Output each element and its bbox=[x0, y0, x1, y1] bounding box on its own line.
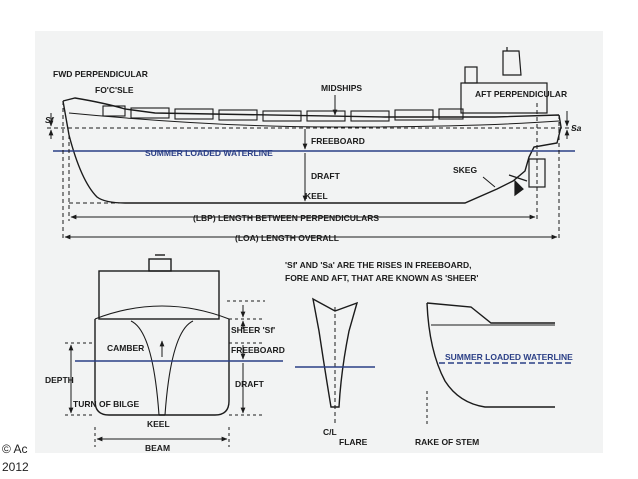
aft-perpendicular-label: AFT PERPENDICULAR bbox=[475, 89, 567, 99]
hull-profile-outline bbox=[62, 97, 562, 204]
section-camber bbox=[94, 305, 230, 320]
main-deck-line bbox=[68, 112, 560, 128]
loa-label: (LOA) LENGTH OVERALL bbox=[235, 233, 339, 243]
lbp-label: (LBP) LENGTH BETWEEN PERPENDICULARS bbox=[193, 213, 379, 223]
freeboard-profile-label: FREEBOARD bbox=[311, 136, 365, 146]
midships-label: MIDSHIPS bbox=[321, 83, 362, 93]
turn-of-bilge-label: TURN OF BILGE bbox=[73, 399, 139, 409]
ship-terminology-diagram: FWD PERPENDICULAR FO'C'SLE MIDSHIPS AFT … bbox=[45, 47, 582, 453]
cargo-hatches bbox=[102, 105, 464, 122]
fwd-perpendicular-label: FWD PERPENDICULAR bbox=[53, 69, 148, 79]
sf-label: Sf bbox=[45, 115, 55, 125]
section-frame bbox=[130, 320, 194, 416]
sheer-sf-label: SHEER 'Sf' bbox=[231, 325, 275, 335]
flare-section bbox=[295, 297, 375, 423]
sa-label: Sa bbox=[571, 123, 582, 133]
draft-section-label: DRAFT bbox=[235, 379, 265, 389]
copyright-notice: © Ac 2012 bbox=[2, 440, 31, 476]
bow-profile bbox=[426, 302, 573, 427]
summer-waterline-bow-label: SUMMER LOADED WATERLINE bbox=[445, 352, 573, 362]
profile-dimension-lines bbox=[47, 95, 575, 241]
keel-section-label: KEEL bbox=[147, 419, 170, 429]
summer-waterline-profile-label: SUMMER LOADED WATERLINE bbox=[145, 148, 273, 158]
midship-section bbox=[94, 254, 230, 416]
sheer-note-line1: 'Sf' AND 'Sa' ARE THE RISES IN FREEBOARD… bbox=[285, 260, 471, 270]
cl-label: C/L bbox=[323, 427, 337, 437]
draft-profile-label: DRAFT bbox=[311, 171, 341, 181]
rake-of-stem-label: RAKE OF STEM bbox=[415, 437, 479, 447]
profile-view bbox=[62, 47, 562, 204]
copyright-line2: 2012 bbox=[2, 460, 29, 474]
beam-label: BEAM bbox=[145, 443, 170, 453]
section-dimension-lines bbox=[65, 300, 265, 447]
diagram-frame: FWD PERPENDICULAR FO'C'SLE MIDSHIPS AFT … bbox=[35, 31, 603, 453]
superstructure-aft bbox=[460, 47, 548, 114]
copyright-line1: © Ac bbox=[2, 442, 28, 456]
depth-label: DEPTH bbox=[45, 375, 74, 385]
bow-outline bbox=[426, 302, 555, 408]
freeboard-section-label: FREEBOARD bbox=[231, 345, 285, 355]
sheer-note-line2: FORE AND AFT, THAT ARE KNOWN AS 'SHEER' bbox=[285, 273, 478, 283]
flare-label: FLARE bbox=[339, 437, 368, 447]
flare-outline bbox=[312, 297, 359, 408]
skeg-label: SKEG bbox=[453, 165, 477, 175]
focsle-label: FO'C'SLE bbox=[95, 85, 134, 95]
keel-profile-label: KEEL bbox=[305, 191, 328, 201]
camber-label: CAMBER bbox=[107, 343, 144, 353]
